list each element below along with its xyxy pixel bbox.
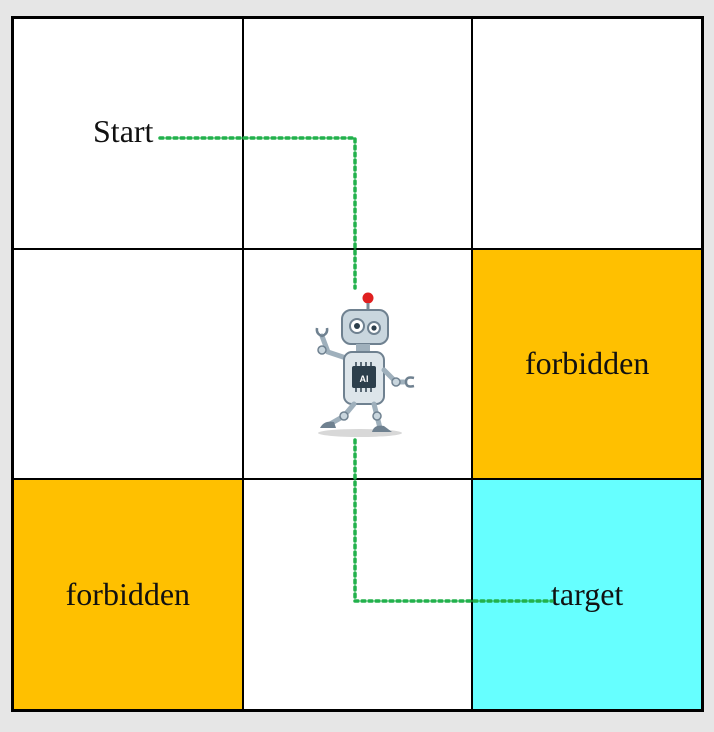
cell-forbidden-r2-c0: forbidden xyxy=(13,479,243,710)
cell-r0-c2 xyxy=(472,18,702,249)
start-label: Start xyxy=(93,113,153,150)
cell-forbidden-r1-c2: forbidden xyxy=(472,249,702,480)
target-label: target xyxy=(551,576,623,613)
cell-r2-c1 xyxy=(243,479,473,710)
forbidden-label: forbidden xyxy=(66,576,190,613)
cell-r0-c1 xyxy=(243,18,473,249)
forbidden-label: forbidden xyxy=(525,345,649,382)
cell-r1-c0 xyxy=(13,249,243,480)
robot-icon: AI xyxy=(300,288,420,443)
cell-target-r2-c2: target xyxy=(472,479,702,710)
robot-chip-text: AI xyxy=(360,374,369,384)
